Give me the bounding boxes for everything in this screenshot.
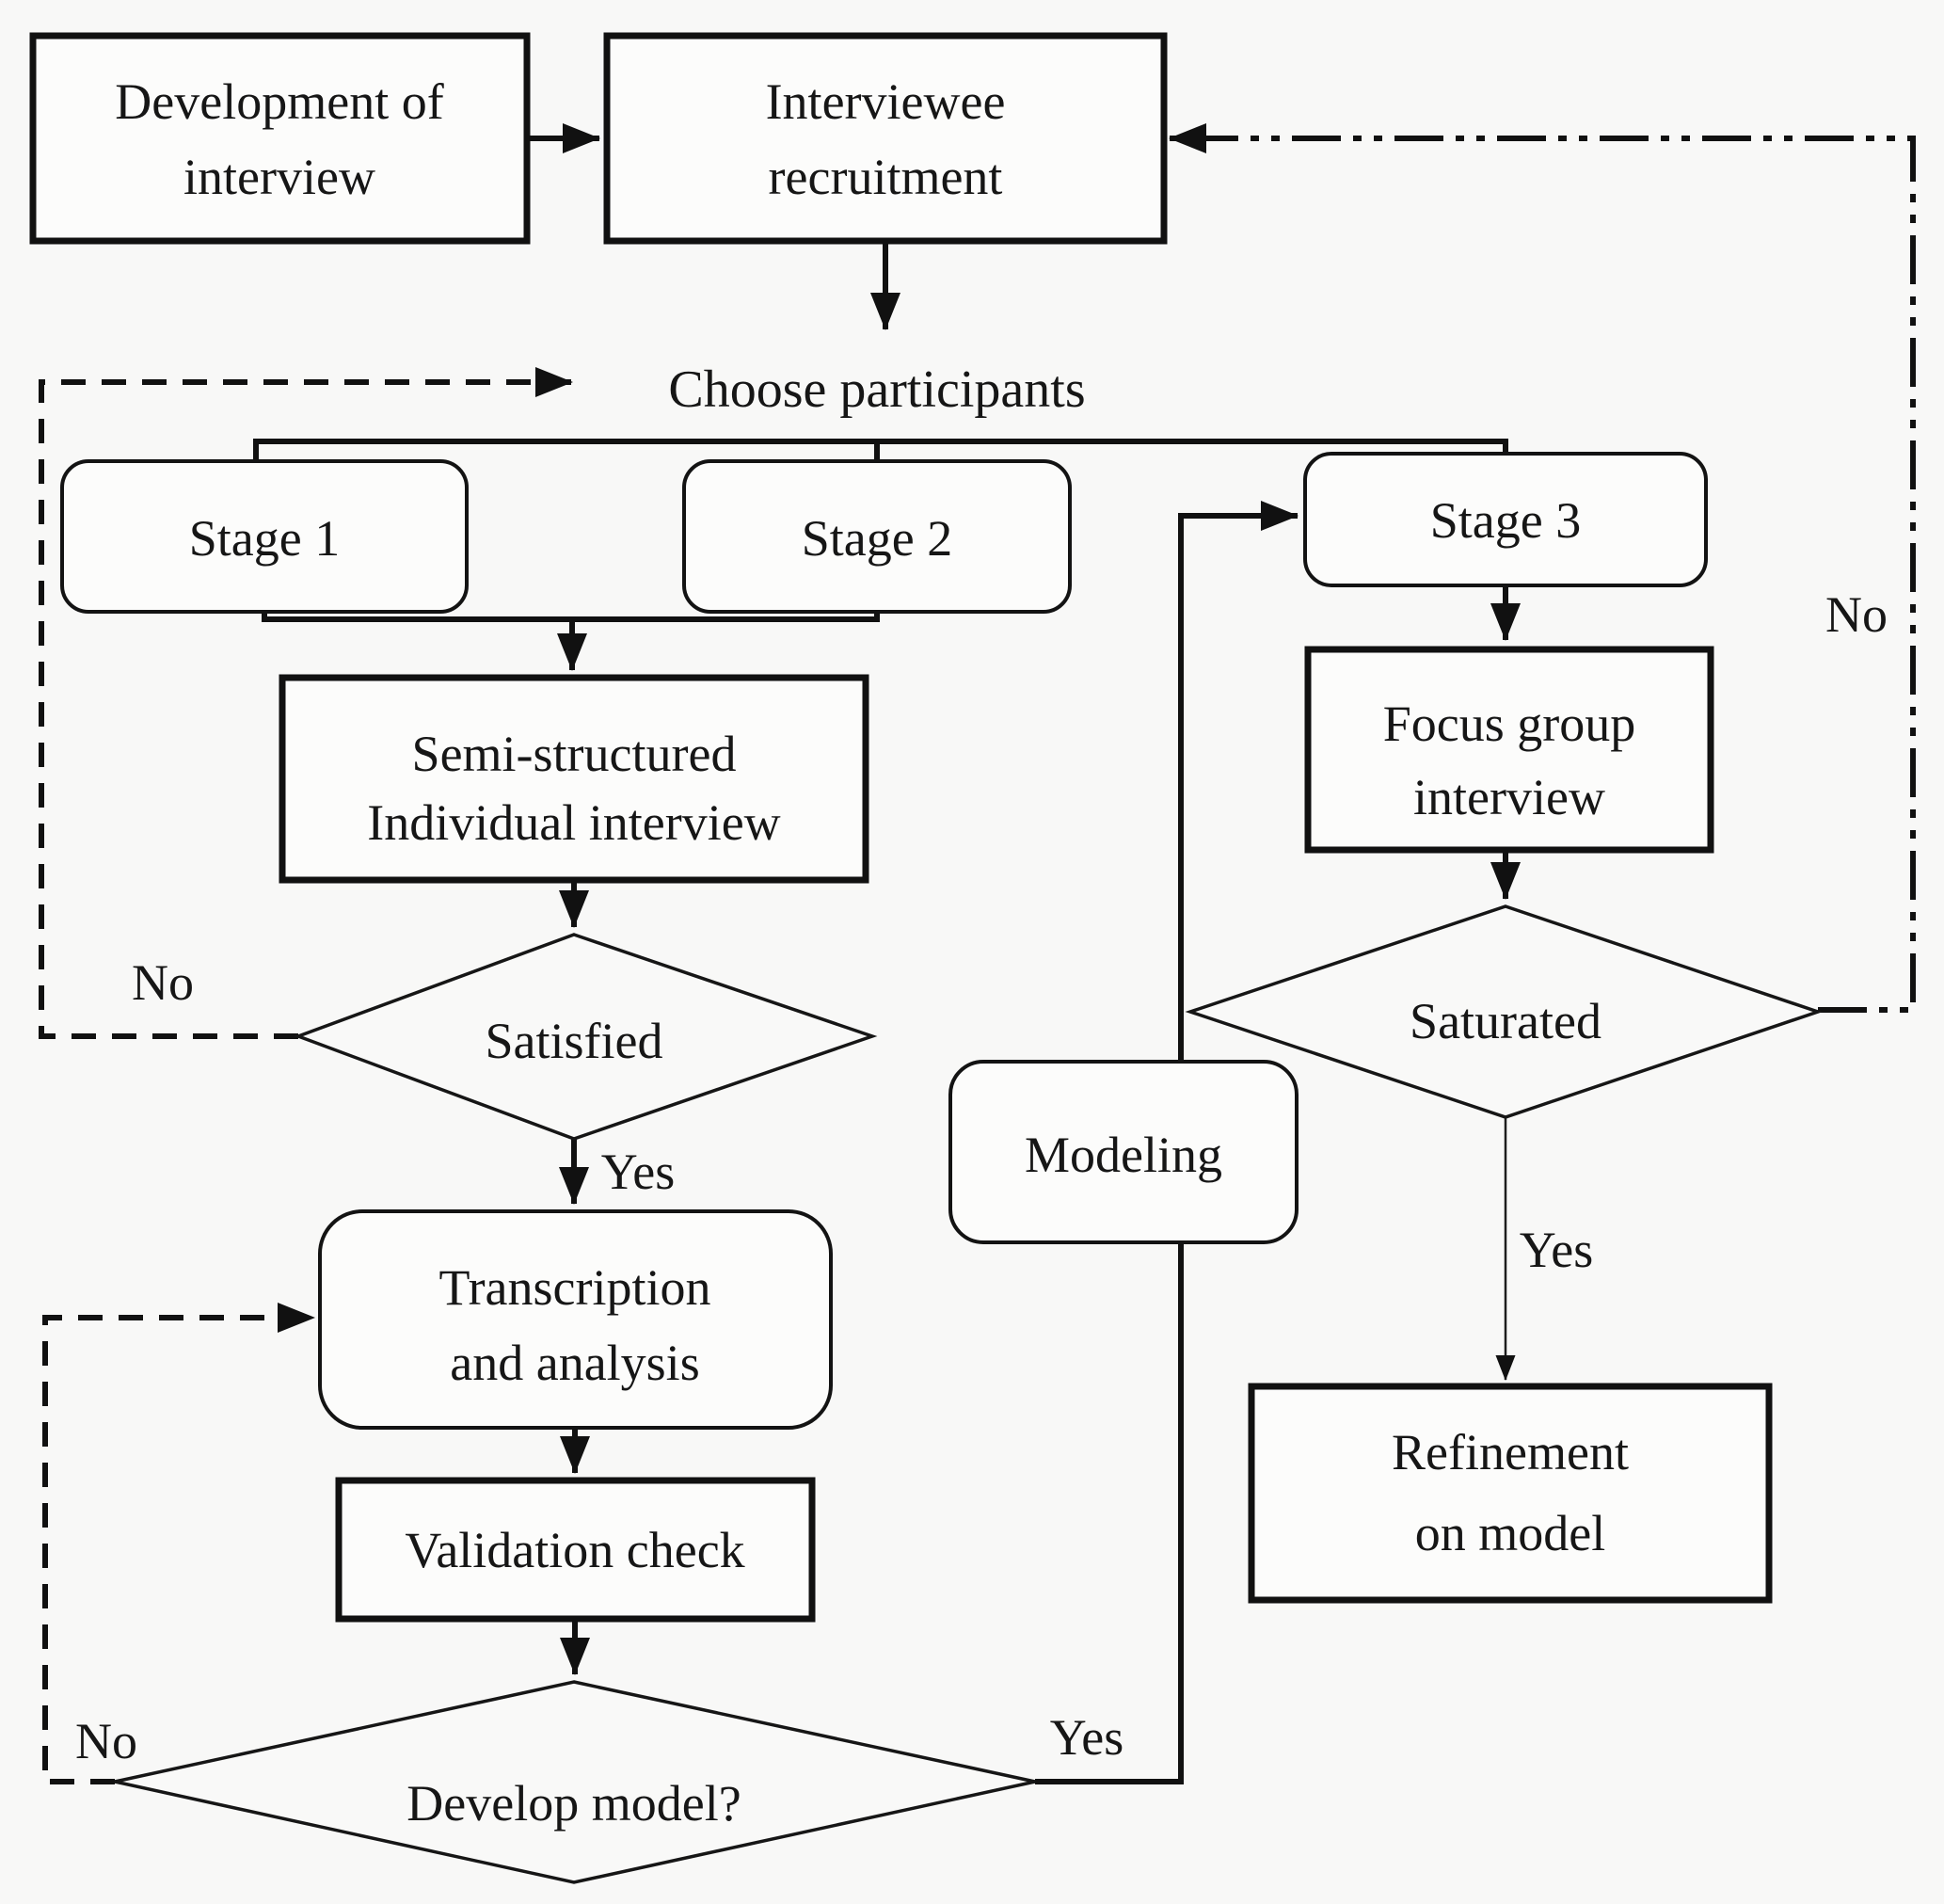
transcription-box bbox=[318, 1209, 833, 1430]
semi-structured-label-line2: Individual interview bbox=[367, 794, 780, 851]
refinement-label-line1: Refinement bbox=[1392, 1424, 1629, 1480]
saturated-no-label: No bbox=[1825, 586, 1888, 643]
focus-group-label-line1: Focus group bbox=[1383, 696, 1636, 752]
edge-choose-branch-top bbox=[253, 439, 1508, 463]
develop-yes-label: Yes bbox=[1050, 1709, 1124, 1766]
recruitment-label-line2: recruitment bbox=[769, 149, 1003, 205]
transcription-label-line1: Transcription bbox=[438, 1259, 710, 1316]
satisfied-label: Satisfied bbox=[486, 1013, 663, 1069]
refinement-box bbox=[1248, 1383, 1773, 1604]
modeling-label: Modeling bbox=[1025, 1127, 1222, 1183]
modeling-box bbox=[948, 1060, 1299, 1244]
recruitment-label-line1: Interviewee bbox=[766, 73, 1006, 130]
development-label-line2: interview bbox=[183, 149, 375, 205]
semi-structured-label-line1: Semi-structured bbox=[412, 726, 737, 782]
focus-group-label-line2: interview bbox=[1413, 769, 1605, 825]
choose-participants-label: Choose participants bbox=[668, 360, 1085, 419]
develop-model-label: Develop model? bbox=[406, 1775, 741, 1832]
stage1-label: Stage 1 bbox=[189, 510, 340, 567]
validation-box bbox=[335, 1477, 816, 1623]
satisfied-diamond bbox=[293, 933, 878, 1141]
stage3-box bbox=[1303, 452, 1708, 587]
satisfied-no-label: No bbox=[132, 954, 194, 1011]
recruitment-box bbox=[603, 32, 1168, 245]
validation-label: Validation check bbox=[405, 1522, 744, 1578]
refinement-label-line2: on model bbox=[1415, 1505, 1605, 1561]
edge-satisfied-no-to-choose bbox=[39, 367, 573, 1039]
stage2-box bbox=[682, 459, 1072, 614]
edge-saturated-no-to-recruitment bbox=[1169, 123, 1916, 1013]
transcription-label-line2: and analysis bbox=[450, 1335, 699, 1391]
stage3-label: Stage 3 bbox=[1430, 492, 1581, 549]
saturated-label: Saturated bbox=[1410, 993, 1601, 1049]
development-label-line1: Development of bbox=[115, 73, 443, 130]
development-box bbox=[29, 32, 531, 245]
semi-structured-box bbox=[279, 674, 869, 884]
develop-model-diamond bbox=[114, 1680, 1036, 1884]
stage2-label: Stage 2 bbox=[802, 510, 952, 567]
saturated-yes-label: Yes bbox=[1520, 1222, 1594, 1278]
edge-develop-no-to-transcription bbox=[42, 1303, 315, 1784]
focus-group-box bbox=[1304, 646, 1714, 854]
saturated-diamond bbox=[1185, 904, 1824, 1119]
stage1-box bbox=[60, 459, 469, 614]
develop-no-label: No bbox=[75, 1713, 137, 1769]
satisfied-yes-label: Yes bbox=[601, 1144, 676, 1200]
